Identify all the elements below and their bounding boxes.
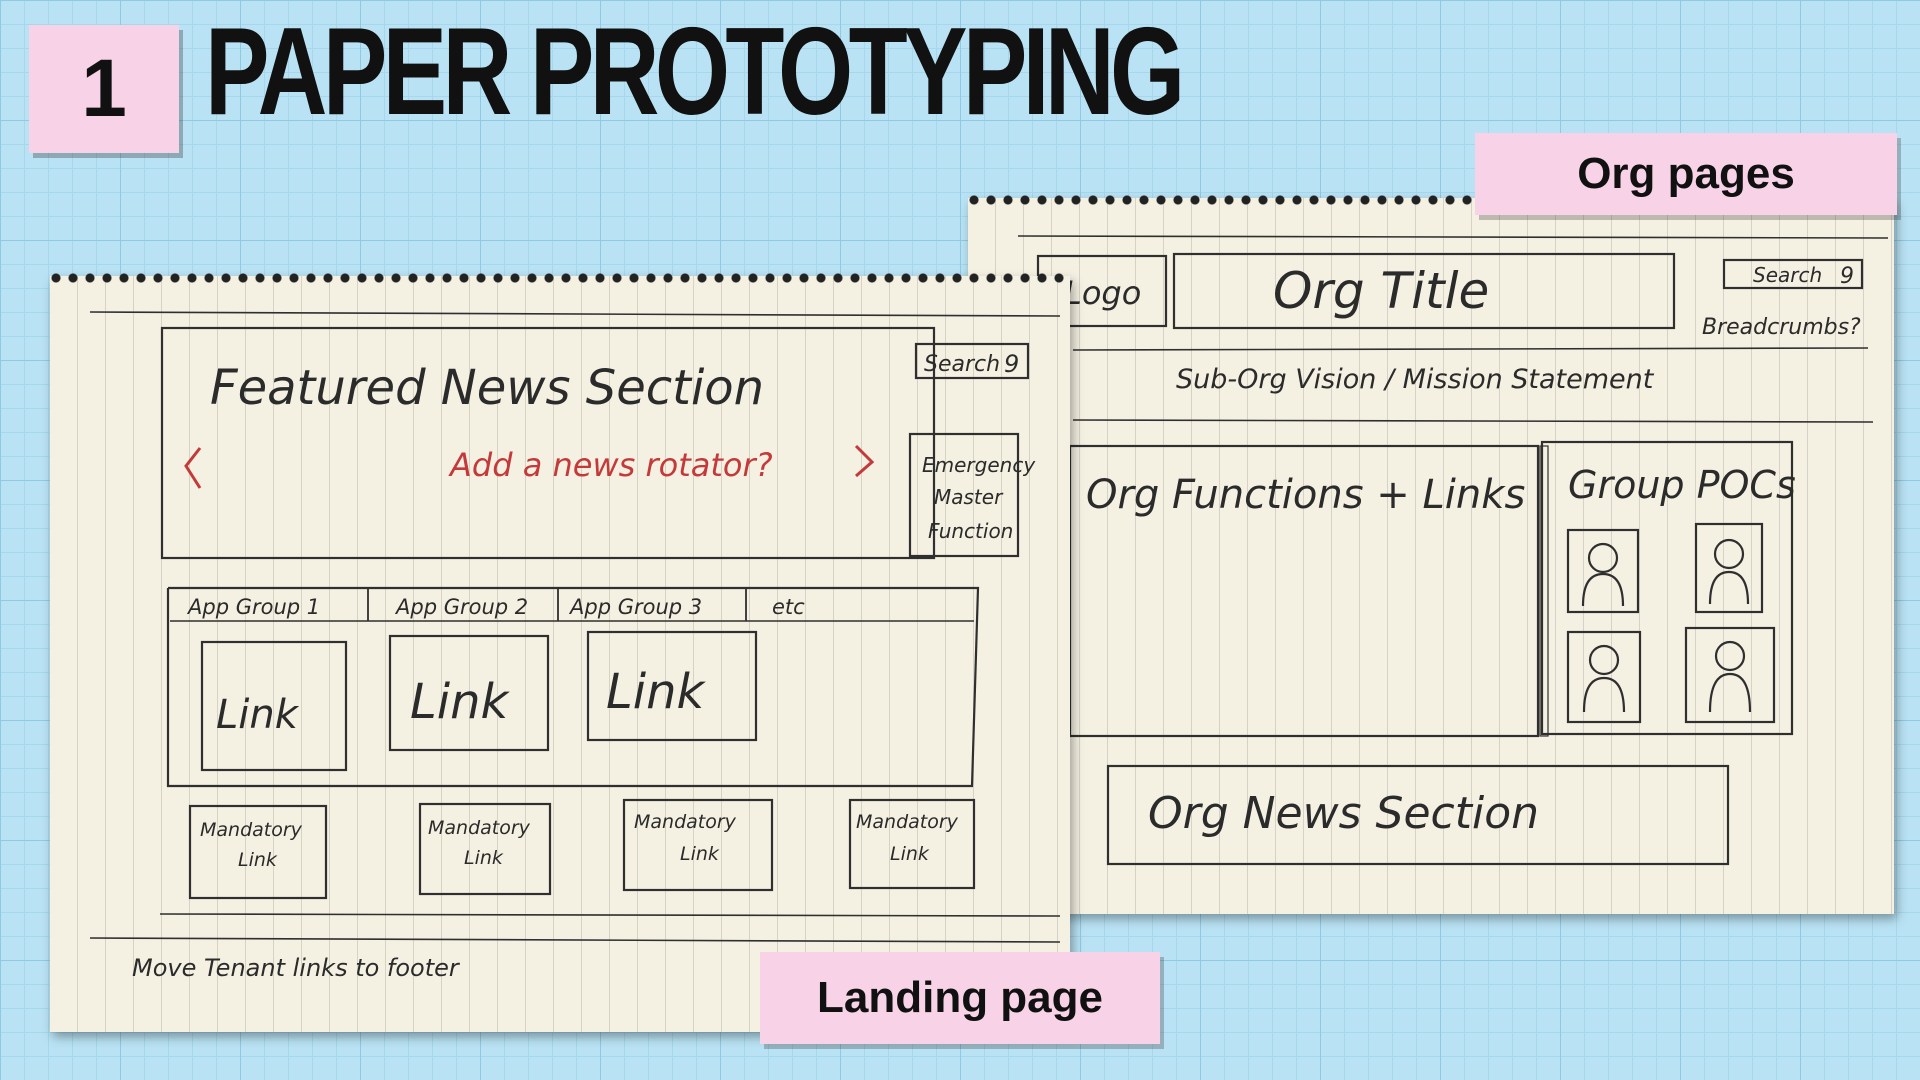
mandatory-link-text-1: Mandatory	[634, 811, 737, 833]
tab-app-group-3: App Group 3	[568, 595, 702, 619]
featured-news-box	[160, 326, 936, 560]
breadcrumbs-text: Breadcrumbs?	[1702, 315, 1861, 340]
org-search-box	[1722, 258, 1864, 290]
org-functions-box	[1068, 444, 1540, 738]
link-box	[388, 634, 550, 752]
footer-note: Move Tenant links to footer	[132, 954, 461, 982]
mission-statement-text: Sub-Org Vision / Mission Statement	[1176, 364, 1655, 395]
mandatory-link-box	[848, 798, 976, 890]
app-groups-panel	[166, 586, 980, 788]
mandatory-link-text-2: Link	[890, 843, 930, 865]
landing-page-sketch: Featured News Section Add a news rotator…	[50, 270, 1070, 1032]
slide-title: PAPER PROTOTYPING	[205, 3, 1185, 141]
rotator-note: Add a news rotator?	[448, 446, 773, 484]
landing-search-text: Search	[924, 352, 1000, 377]
mandatory-link-box	[188, 804, 328, 900]
tab-etc: etc	[772, 595, 805, 619]
mandatory-link-text-2: Link	[680, 843, 720, 865]
mandatory-link-box	[418, 802, 552, 896]
mandatory-link-text-1: Mandatory	[856, 811, 959, 833]
poc-avatar-icon	[1684, 626, 1776, 724]
chevron-left-icon	[184, 447, 202, 489]
mandatory-link-text-1: Mandatory	[428, 817, 531, 839]
org-search-text: Search	[1753, 263, 1822, 287]
org-news-text: Org News Section	[1148, 788, 1539, 839]
logo-text: Logo	[1064, 274, 1141, 312]
chevron-right-icon	[854, 444, 875, 478]
emergency-text-3: Function	[928, 519, 1013, 543]
emergency-text-2: Master	[934, 485, 1004, 509]
mandatory-link-text-2: Link	[238, 849, 278, 871]
landing-page-caption: Landing page	[760, 952, 1160, 1044]
org-title-text: Org Title	[1273, 262, 1489, 320]
poc-avatar-icon	[1694, 522, 1764, 614]
org-sketch-drawing: Logo Org Title Search 9 Breadcrumbs? Sub…	[1017, 235, 1889, 866]
mandatory-link-box	[622, 798, 774, 892]
poc-avatar-icon	[1566, 528, 1640, 614]
landing-sketch-drawing: Featured News Section Add a news rotator…	[89, 311, 1061, 982]
emergency-text-1: Emergency	[922, 453, 1036, 477]
mandatory-link-text-2: Link	[464, 847, 504, 869]
search-magnifier-icon: 9	[1840, 264, 1854, 289]
slide-number-badge: 1	[29, 25, 179, 153]
link-box	[200, 640, 348, 772]
link-box	[586, 630, 758, 742]
link-text: Link	[216, 692, 300, 738]
mandatory-link-text-1: Mandatory	[200, 819, 303, 841]
org-functions-edge	[1539, 445, 1549, 737]
link-text: Link	[410, 674, 511, 730]
landing-search-box	[914, 342, 1030, 380]
featured-news-text: Featured News Section	[210, 360, 764, 416]
spiral-binding	[50, 270, 1070, 286]
org-pages-sketch: Logo Org Title Search 9 Breadcrumbs? Sub…	[968, 192, 1894, 914]
org-functions-text: Org Functions + Links	[1086, 472, 1525, 518]
group-pocs-box	[1540, 440, 1794, 736]
link-text: Link	[606, 664, 707, 720]
search-magnifier-icon: 9	[1004, 350, 1019, 378]
tab-app-group-1: App Group 1	[186, 595, 320, 619]
group-pocs-text: Group POCs	[1568, 463, 1796, 507]
tab-app-group-2: App Group 2	[394, 595, 528, 619]
poc-avatar-icon	[1566, 630, 1642, 724]
org-news-box	[1106, 764, 1730, 866]
org-title-box	[1172, 252, 1676, 330]
emergency-box	[908, 432, 1020, 558]
org-pages-caption: Org pages	[1475, 133, 1897, 215]
